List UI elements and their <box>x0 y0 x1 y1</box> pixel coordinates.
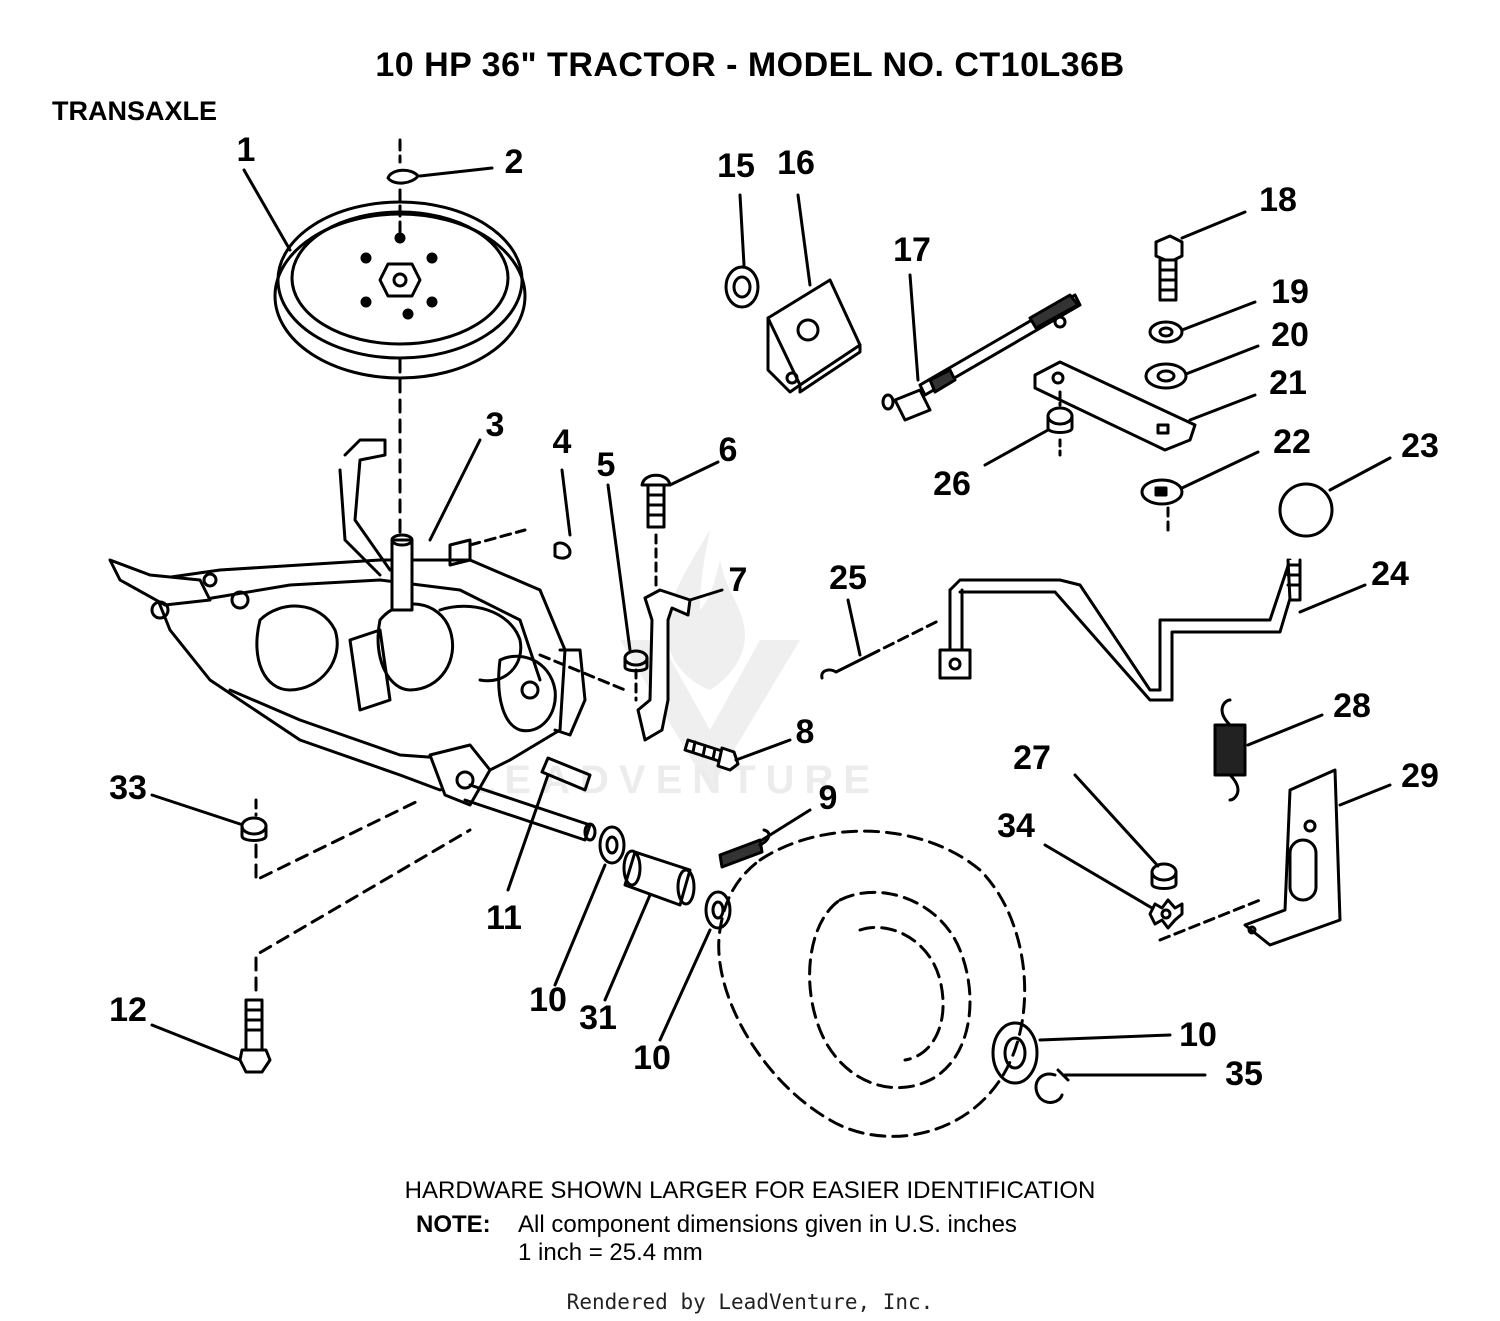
callout-24: 24 <box>1371 555 1409 593</box>
hex-nut-5 <box>623 649 649 673</box>
callout-4: 4 <box>552 423 572 461</box>
wheel-outline <box>717 829 1027 1138</box>
callout-2: 2 <box>504 143 524 181</box>
shift-lever-24 <box>938 558 1302 702</box>
star-washer-34 <box>1148 898 1184 930</box>
callout-25: 25 <box>829 559 867 597</box>
callout-16: 16 <box>777 144 815 182</box>
washer-20 <box>1144 362 1188 390</box>
callout-35: 35 <box>1225 1055 1263 1093</box>
carriage-bolt-6 <box>640 473 672 529</box>
callout-10-c: 10 <box>1179 1016 1217 1054</box>
callout-19: 19 <box>1271 273 1309 311</box>
callout-10-a: 10 <box>529 981 567 1019</box>
spacer-31 <box>622 849 696 907</box>
callout-23: 23 <box>1401 427 1439 465</box>
callout-11: 11 <box>486 899 522 937</box>
callout-29: 29 <box>1401 757 1439 795</box>
e-clip <box>1034 1072 1064 1104</box>
diagram-title: 10 HP 36" TRACTOR - MODEL NO. CT10L36B <box>375 46 1125 84</box>
callout-10-b: 10 <box>633 1039 671 1077</box>
callout-22: 22 <box>1273 423 1311 461</box>
hex-bolt-18 <box>1154 234 1184 302</box>
watermark-text: LEADVENTURE <box>470 758 881 802</box>
washer-10c <box>991 1021 1039 1085</box>
washer-10a <box>598 825 626 865</box>
washer-15 <box>724 265 760 309</box>
callout-9: 9 <box>818 779 838 817</box>
note-text: All component dimensions given in U.S. i… <box>518 1211 1017 1238</box>
spring-28 <box>1213 698 1247 802</box>
hex-bolt-8 <box>683 738 740 772</box>
lock-washer-19 <box>1148 320 1184 344</box>
control-rod-17 <box>881 293 1082 422</box>
callout-5: 5 <box>596 446 616 484</box>
callout-26: 26 <box>933 465 971 503</box>
woodruff-key <box>553 541 572 560</box>
callout-3: 3 <box>485 406 505 444</box>
hex-nut-27 <box>1150 862 1178 890</box>
key-11 <box>540 756 592 792</box>
shift-knob <box>1278 482 1334 538</box>
hex-nut-26 <box>1046 406 1074 434</box>
unit-conversion: 1 inch = 25.4 mm <box>518 1239 703 1266</box>
section-label: TRANSAXLE <box>52 96 218 126</box>
callout-33: 33 <box>109 769 147 807</box>
bracket-16 <box>766 278 862 394</box>
hex-bolt-12 <box>238 998 272 1074</box>
transaxle-body <box>108 438 587 807</box>
callout-28: 28 <box>1333 687 1371 725</box>
callout-6: 6 <box>718 431 738 469</box>
callout-7: 7 <box>728 561 748 599</box>
bracket-29 <box>1243 768 1342 947</box>
render-credit: Rendered by LeadVenture, Inc. <box>566 1290 934 1314</box>
callout-31: 31 <box>579 999 617 1037</box>
hardware-note: HARDWARE SHOWN LARGER FOR EASIER IDENTIF… <box>404 1177 1096 1204</box>
retaining-clip <box>386 168 420 185</box>
callout-1: 1 <box>236 131 256 169</box>
axle <box>463 783 592 842</box>
hex-nut-33 <box>240 816 268 842</box>
spring-9 <box>718 828 771 869</box>
washer-10b <box>704 890 732 930</box>
callout-15: 15 <box>717 147 755 185</box>
callout-18: 18 <box>1259 181 1297 219</box>
note-label: NOTE: <box>416 1211 491 1238</box>
callout-17: 17 <box>893 231 931 269</box>
callout-34: 34 <box>997 807 1035 845</box>
callout-21: 21 <box>1269 364 1307 402</box>
callout-12: 12 <box>109 991 147 1029</box>
callout-27: 27 <box>1013 739 1051 777</box>
plate-21 <box>1033 360 1197 452</box>
callout-20: 20 <box>1271 316 1309 354</box>
cotter-pin <box>820 653 872 680</box>
callout-8: 8 <box>795 713 815 751</box>
washer-22 <box>1140 478 1184 506</box>
